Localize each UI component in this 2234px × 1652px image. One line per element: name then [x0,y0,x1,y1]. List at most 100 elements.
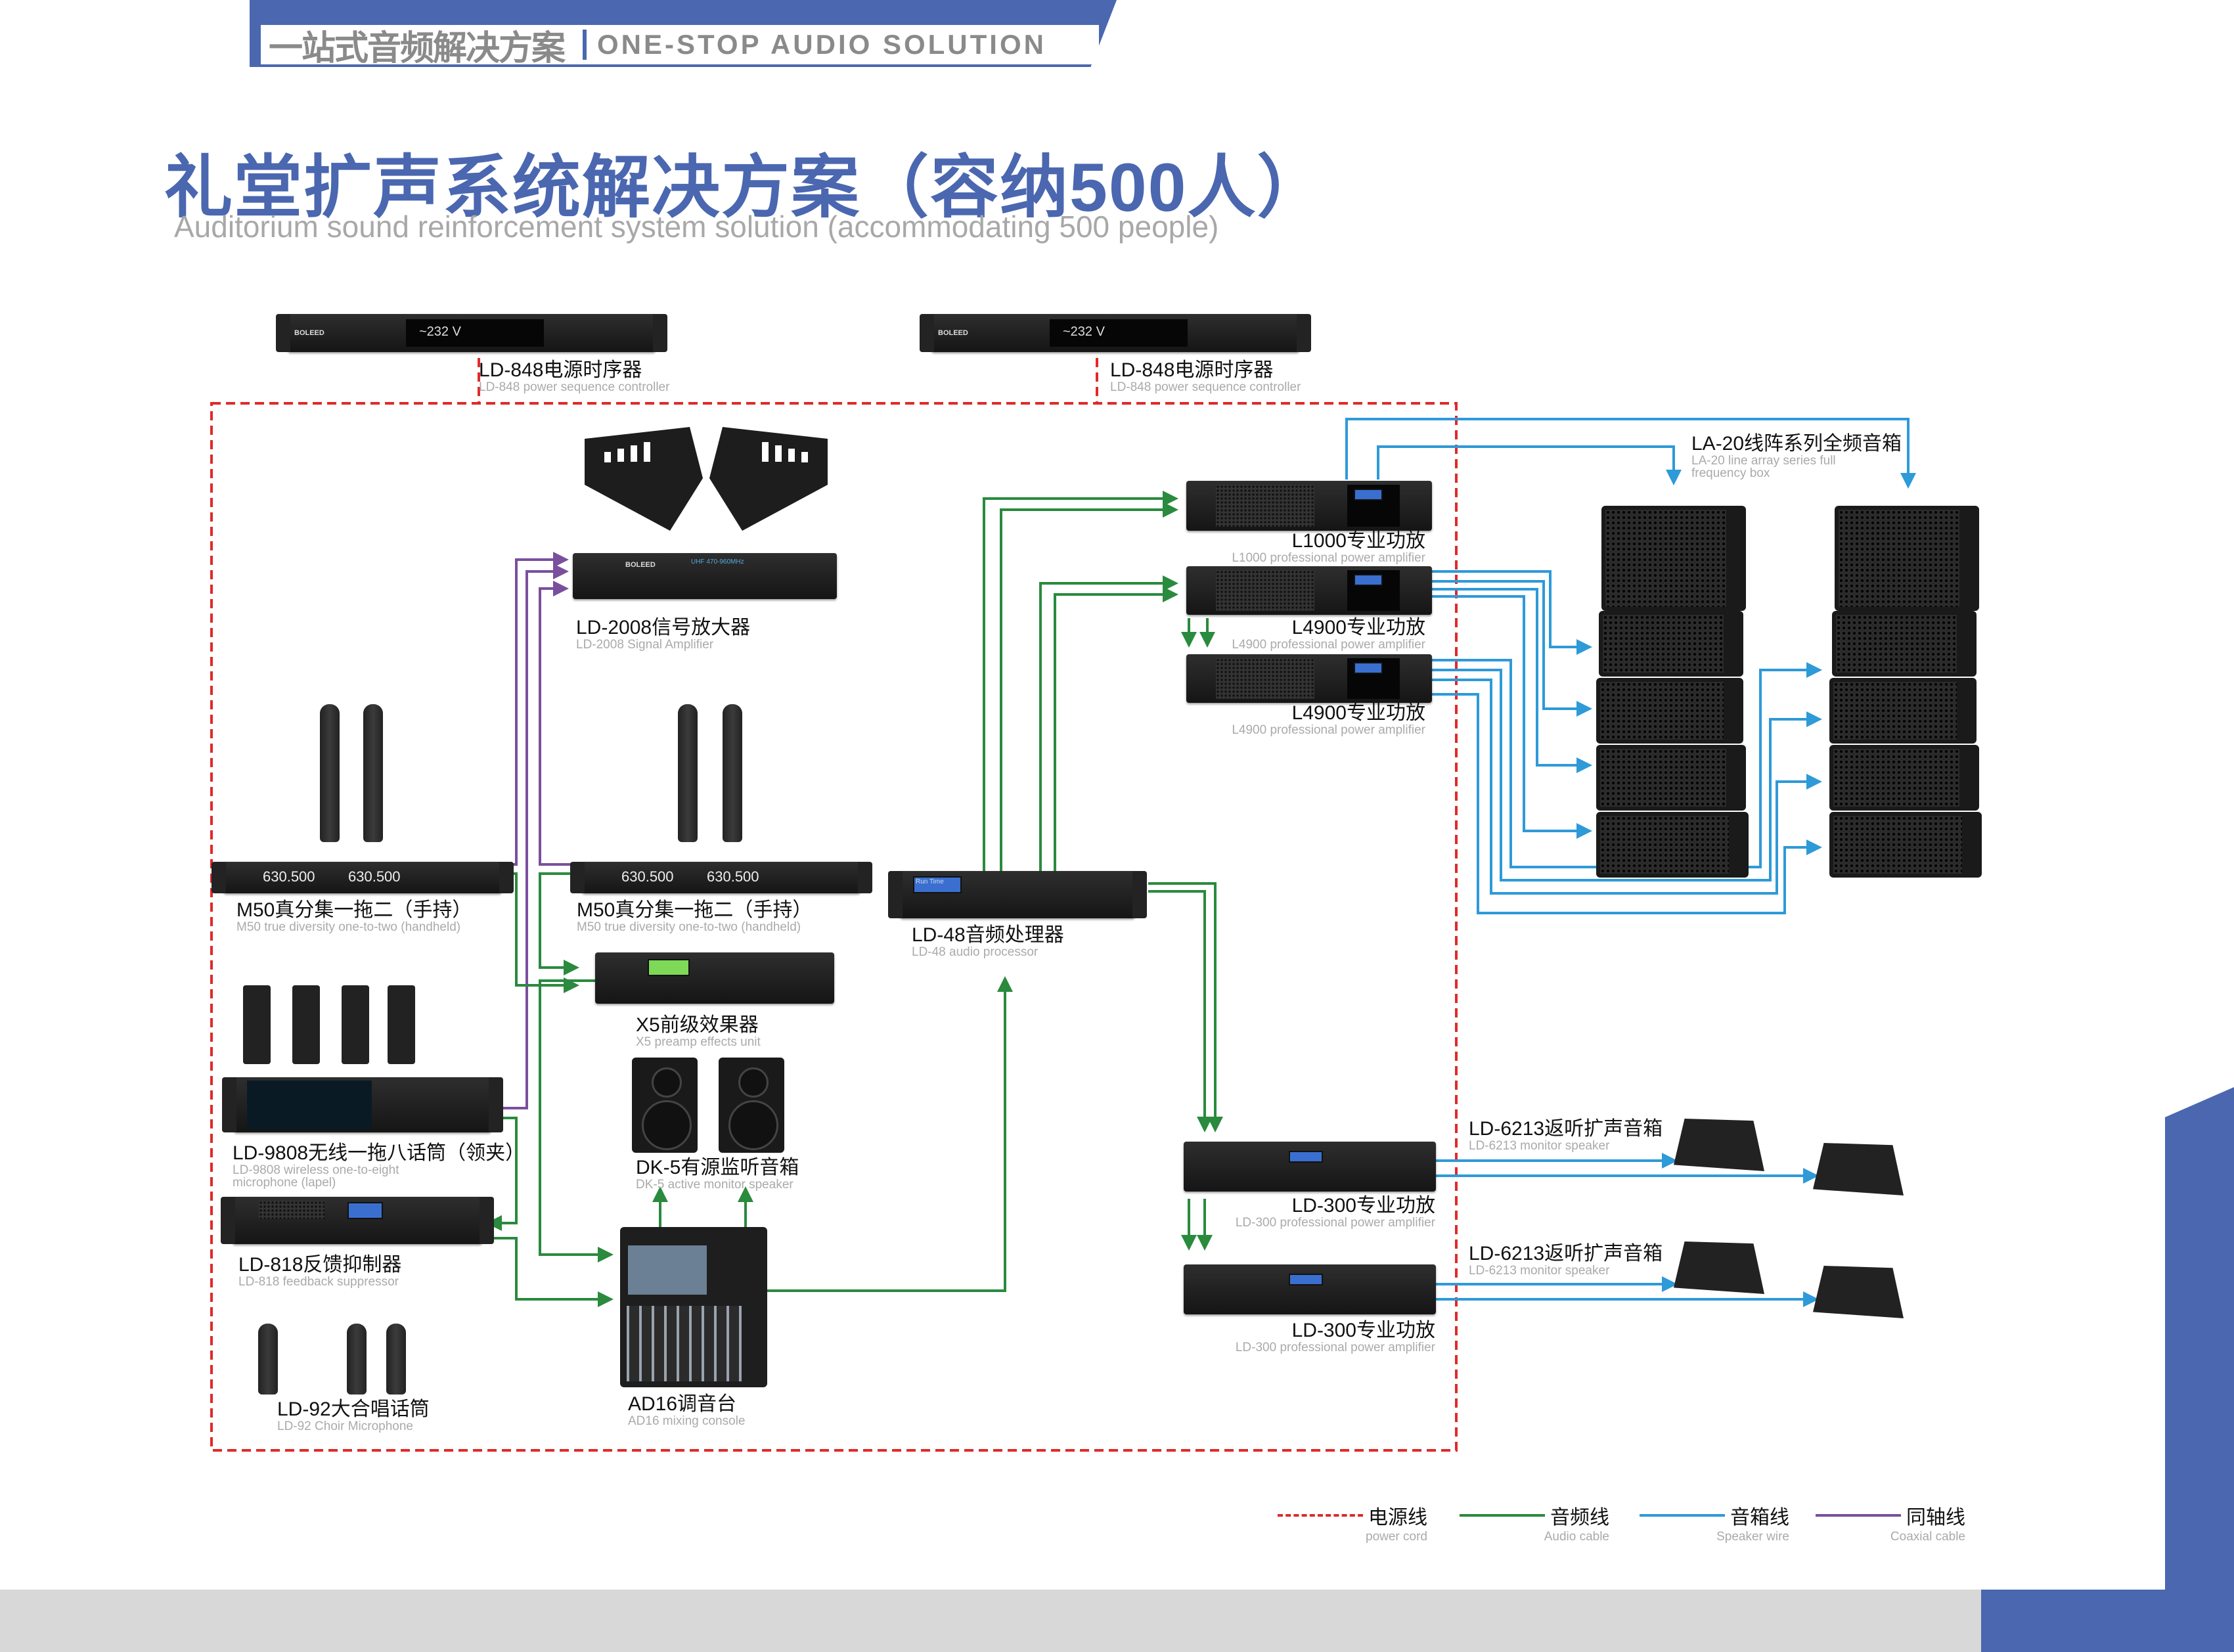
ld300-amplifier-a [1184,1142,1436,1192]
ld300-a-label: LD-300专业功放 LD-300 professional power amp… [1215,1195,1435,1229]
tagline-cn: 一站式音频解决方案 [269,28,566,68]
legend-label-cn: 音频线 [1550,1507,1609,1529]
label-cn: LD-2008信号放大器 [576,617,751,638]
brand-logo: BOLEED [294,329,324,337]
ad16-label: AD16调音台 AD16 mixing console [628,1394,745,1427]
footer-blue-band [1981,1590,2234,1652]
dk5-label: DK-5有源监听音箱 DK-5 active monitor speaker [636,1157,799,1191]
tagline-en: ONE-STOP AUDIO SOLUTION [597,29,1046,60]
label-cn: LD-300专业功放 [1291,1320,1435,1341]
handheld-mic-icon [678,704,698,842]
label-en: LD-92 Choir Microphone [277,1419,413,1433]
sequencer-2-label: LD-848电源时序器 LD-848 power sequence contro… [1110,360,1301,393]
antenna-pair-icon [585,427,828,531]
label-en-line2: frequency box [1691,466,1770,481]
label-cn: LD-300专业功放 [1291,1195,1435,1217]
signal-amplifier-device: BOLEED UHF 470-960MHz [573,553,837,599]
m50-a-label: M50真分集一拖二（手持） M50 true diversity one-to-… [236,900,472,933]
legend-label-cn: 音箱线 [1730,1507,1789,1529]
handheld-mic-icon [363,704,383,842]
label-en: LD-48 audio processor [912,945,1039,959]
legend-speaker-wire: 音箱线 Speaker wire [1640,1501,1789,1544]
m50-display-1: 630.500 [263,868,315,885]
ld818-label: LD-818反馈抑制器 LD-818 feedback suppressor [238,1255,401,1288]
dk5-monitor-right [719,1058,784,1153]
ld92-label: LD-92大合唱话筒 LD-92 Choir Microphone [277,1399,430,1433]
label-en: L4900 professional power amplifier [1232,723,1425,737]
l4900-amplifier-b [1186,654,1432,703]
label-cn: LD-9808无线一拖八话筒（领夹） [233,1142,525,1164]
label-cn: LD-6213返听扩声音箱 [1469,1118,1663,1140]
label-en: LD-300 professional power amplifier [1235,1340,1435,1354]
label-cn: LD-6213返听扩声音箱 [1469,1243,1663,1264]
page-title: 礼堂扩声系统解决方案（容纳500人） [164,150,1327,226]
lapel-transmitters-icon [236,972,427,1074]
label-en-line1: LA-20 line array series full [1691,453,1836,468]
dk5-monitor-left [632,1058,698,1153]
label-en: X5 preamp effects unit [636,1035,761,1049]
label-en: LD-6213 monitor speaker [1469,1138,1610,1153]
legend-line-solid [1460,1514,1545,1517]
legend-label-cn: 电源线 [1368,1507,1427,1529]
decoration-right-band [2165,1087,2234,1590]
legend-label-en: Coaxial cable [1890,1530,1965,1544]
processor-lcd: Run Time [916,878,944,885]
sequencer-1-label: LD-848电源时序器 LD-848 power sequence contro… [479,360,669,393]
label-en: LD-848 power sequence controller [479,380,670,394]
label-en: L4900 professional power amplifier [1232,637,1425,652]
label-cn: AD16调音台 [628,1393,737,1415]
footer-grey-band [0,1590,1981,1652]
m50-display-2: 630.500 [348,868,401,885]
legend-audio-cable: 音频线 Audio cable [1460,1501,1609,1544]
signal-amplifier-label: LD-2008信号放大器 LD-2008 Signal Amplifier [576,617,750,651]
m50-display-2: 630.500 [707,868,759,885]
ld300-amplifier-b [1184,1264,1436,1314]
header-tagline-box: 一站式音频解决方案 ONE-STOP AUDIO SOLUTION [261,25,1099,68]
monitor-speaker-3 [1674,1241,1764,1294]
label-en: DK-5 active monitor speaker [636,1177,793,1192]
label-cn: X5前级效果器 [636,1014,759,1036]
choir-mic-icon [386,1324,406,1395]
l1000-amplifier [1186,481,1432,531]
label-en: LD-300 professional power amplifier [1235,1215,1435,1230]
page-subtitle: Auditorium sound reinforcement system so… [174,210,1219,244]
x5-label: X5前级效果器 X5 preamp effects unit [636,1015,761,1048]
label-cn: LD-92大合唱话筒 [277,1398,430,1420]
label-cn: DK-5有源监听音箱 [636,1157,799,1178]
label-en-line1: LD-9808 wireless one-to-eight [233,1163,399,1177]
legend-label-cn: 同轴线 [1906,1507,1965,1529]
m50-b-label: M50真分集一拖二（手持） M50 true diversity one-to-… [577,900,812,933]
tagline-divider [583,30,587,60]
ld6213-a-label: LD-6213返听扩声音箱 LD-6213 monitor speaker [1469,1119,1663,1152]
brand-logo: BOLEED [938,329,968,337]
line-array-left [1596,506,1754,880]
line-array-right [1829,506,1987,880]
legend-coaxial-cable: 同轴线 Coaxial cable [1816,1501,1965,1544]
power-cord-boundary [210,358,1458,1452]
legend-label-en: Speaker wire [1716,1530,1789,1544]
label-cn: L4900专业功放 [1291,617,1425,638]
legend-line-solid [1816,1514,1901,1517]
label-cn: M50真分集一拖二（手持） [577,899,813,921]
label-cn: LD-48音频处理器 [912,924,1064,946]
ld6213-b-label: LD-6213返听扩声音箱 LD-6213 monitor speaker [1469,1243,1663,1277]
ld300-b-label: LD-300专业功放 LD-300 professional power amp… [1215,1320,1435,1354]
label-en: L1000 professional power amplifier [1232,550,1425,565]
ld9808-receiver [222,1077,503,1132]
l1000-label: L1000专业功放 L1000 professional power ampli… [1209,531,1425,564]
m50-receiver-b: 630.500 630.500 [570,862,872,893]
legend-line-solid [1640,1514,1725,1517]
handheld-mic-icon [723,704,742,842]
l4900-a-label: L4900专业功放 L4900 professional power ampli… [1209,617,1425,651]
label-cn: M50真分集一拖二（手持） [236,899,472,921]
la20-label: LA-20线阵系列全频音箱 LA-20 line array series fu… [1691,434,1902,480]
sequencer-display: ~232 V [419,324,461,339]
handheld-mic-icon [320,704,340,842]
label-en: LD-848 power sequence controller [1110,380,1301,394]
label-cn: L4900专业功放 [1291,702,1425,724]
sequencer-1: BOLEED ~232 V [276,314,667,352]
label-cn: LD-818反馈抑制器 [238,1254,402,1276]
sequencer-display: ~232 V [1063,324,1105,339]
label-cn: LD-848电源时序器 [479,359,642,381]
ld9808-label: LD-9808无线一拖八话筒（领夹） LD-9808 wireless one-… [233,1143,525,1190]
